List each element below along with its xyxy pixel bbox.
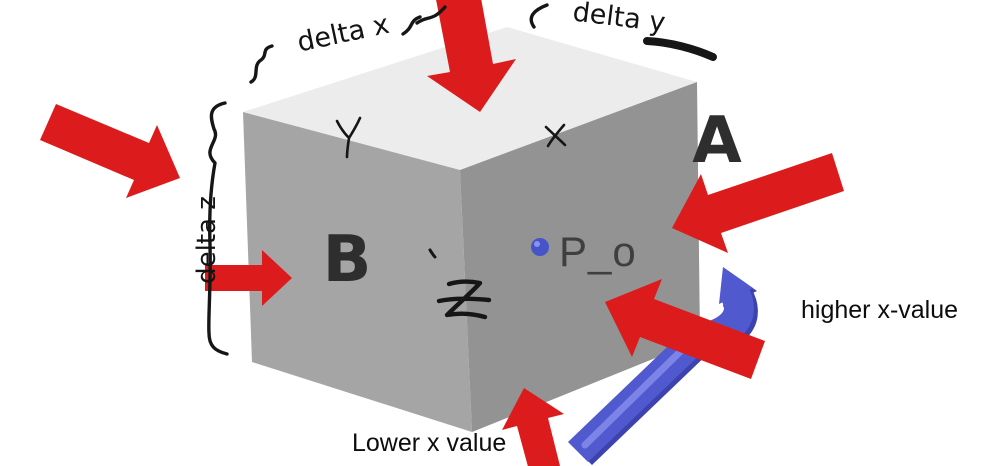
- arrow-lower-right-face: [605, 279, 765, 379]
- arrow-upper-left: [40, 104, 180, 198]
- higher-x-label: higher x-value: [801, 296, 958, 324]
- z-strikethrough-icon: [436, 279, 492, 320]
- cube-right-face: [460, 82, 700, 432]
- point-dot-highlight: [534, 241, 540, 247]
- delta-z-bracket-icon: [207, 101, 229, 356]
- blue-arrow-highlight: [581, 340, 692, 449]
- delta-y-label: delta y: [571, 0, 667, 39]
- arrow-top-face: [427, 0, 516, 112]
- point-dot: [531, 238, 549, 256]
- point-label: P_o: [559, 228, 637, 275]
- delta-x-bracket-right-icon: [401, 5, 447, 36]
- arrow-left-face: [205, 250, 292, 306]
- y-tick-icon: [335, 116, 362, 159]
- delta-y-bracket-left-icon: [529, 3, 549, 29]
- point-marker: [531, 238, 549, 256]
- x-tick-icon: [544, 123, 567, 148]
- blue-arrow-tip: [719, 267, 753, 304]
- arrow-right-face: [672, 153, 844, 253]
- hand-drawn-marks: [207, 3, 717, 356]
- lower-x-label: Lower x value: [352, 429, 506, 457]
- cube: [243, 27, 700, 432]
- delta-z-label: delta z: [192, 196, 222, 284]
- arrow-bottom-edge: [502, 388, 564, 466]
- face-a-label: A: [692, 104, 742, 178]
- face-b-label: B: [323, 223, 372, 297]
- delta-y-heavy-stroke-icon: [643, 37, 717, 61]
- delta-x-bracket-left-icon: [249, 44, 274, 84]
- delta-x-label: delta x: [295, 9, 392, 59]
- cube-left-face: [243, 112, 472, 432]
- dot-tick-icon: [428, 248, 437, 259]
- red-arrows: [40, 0, 844, 466]
